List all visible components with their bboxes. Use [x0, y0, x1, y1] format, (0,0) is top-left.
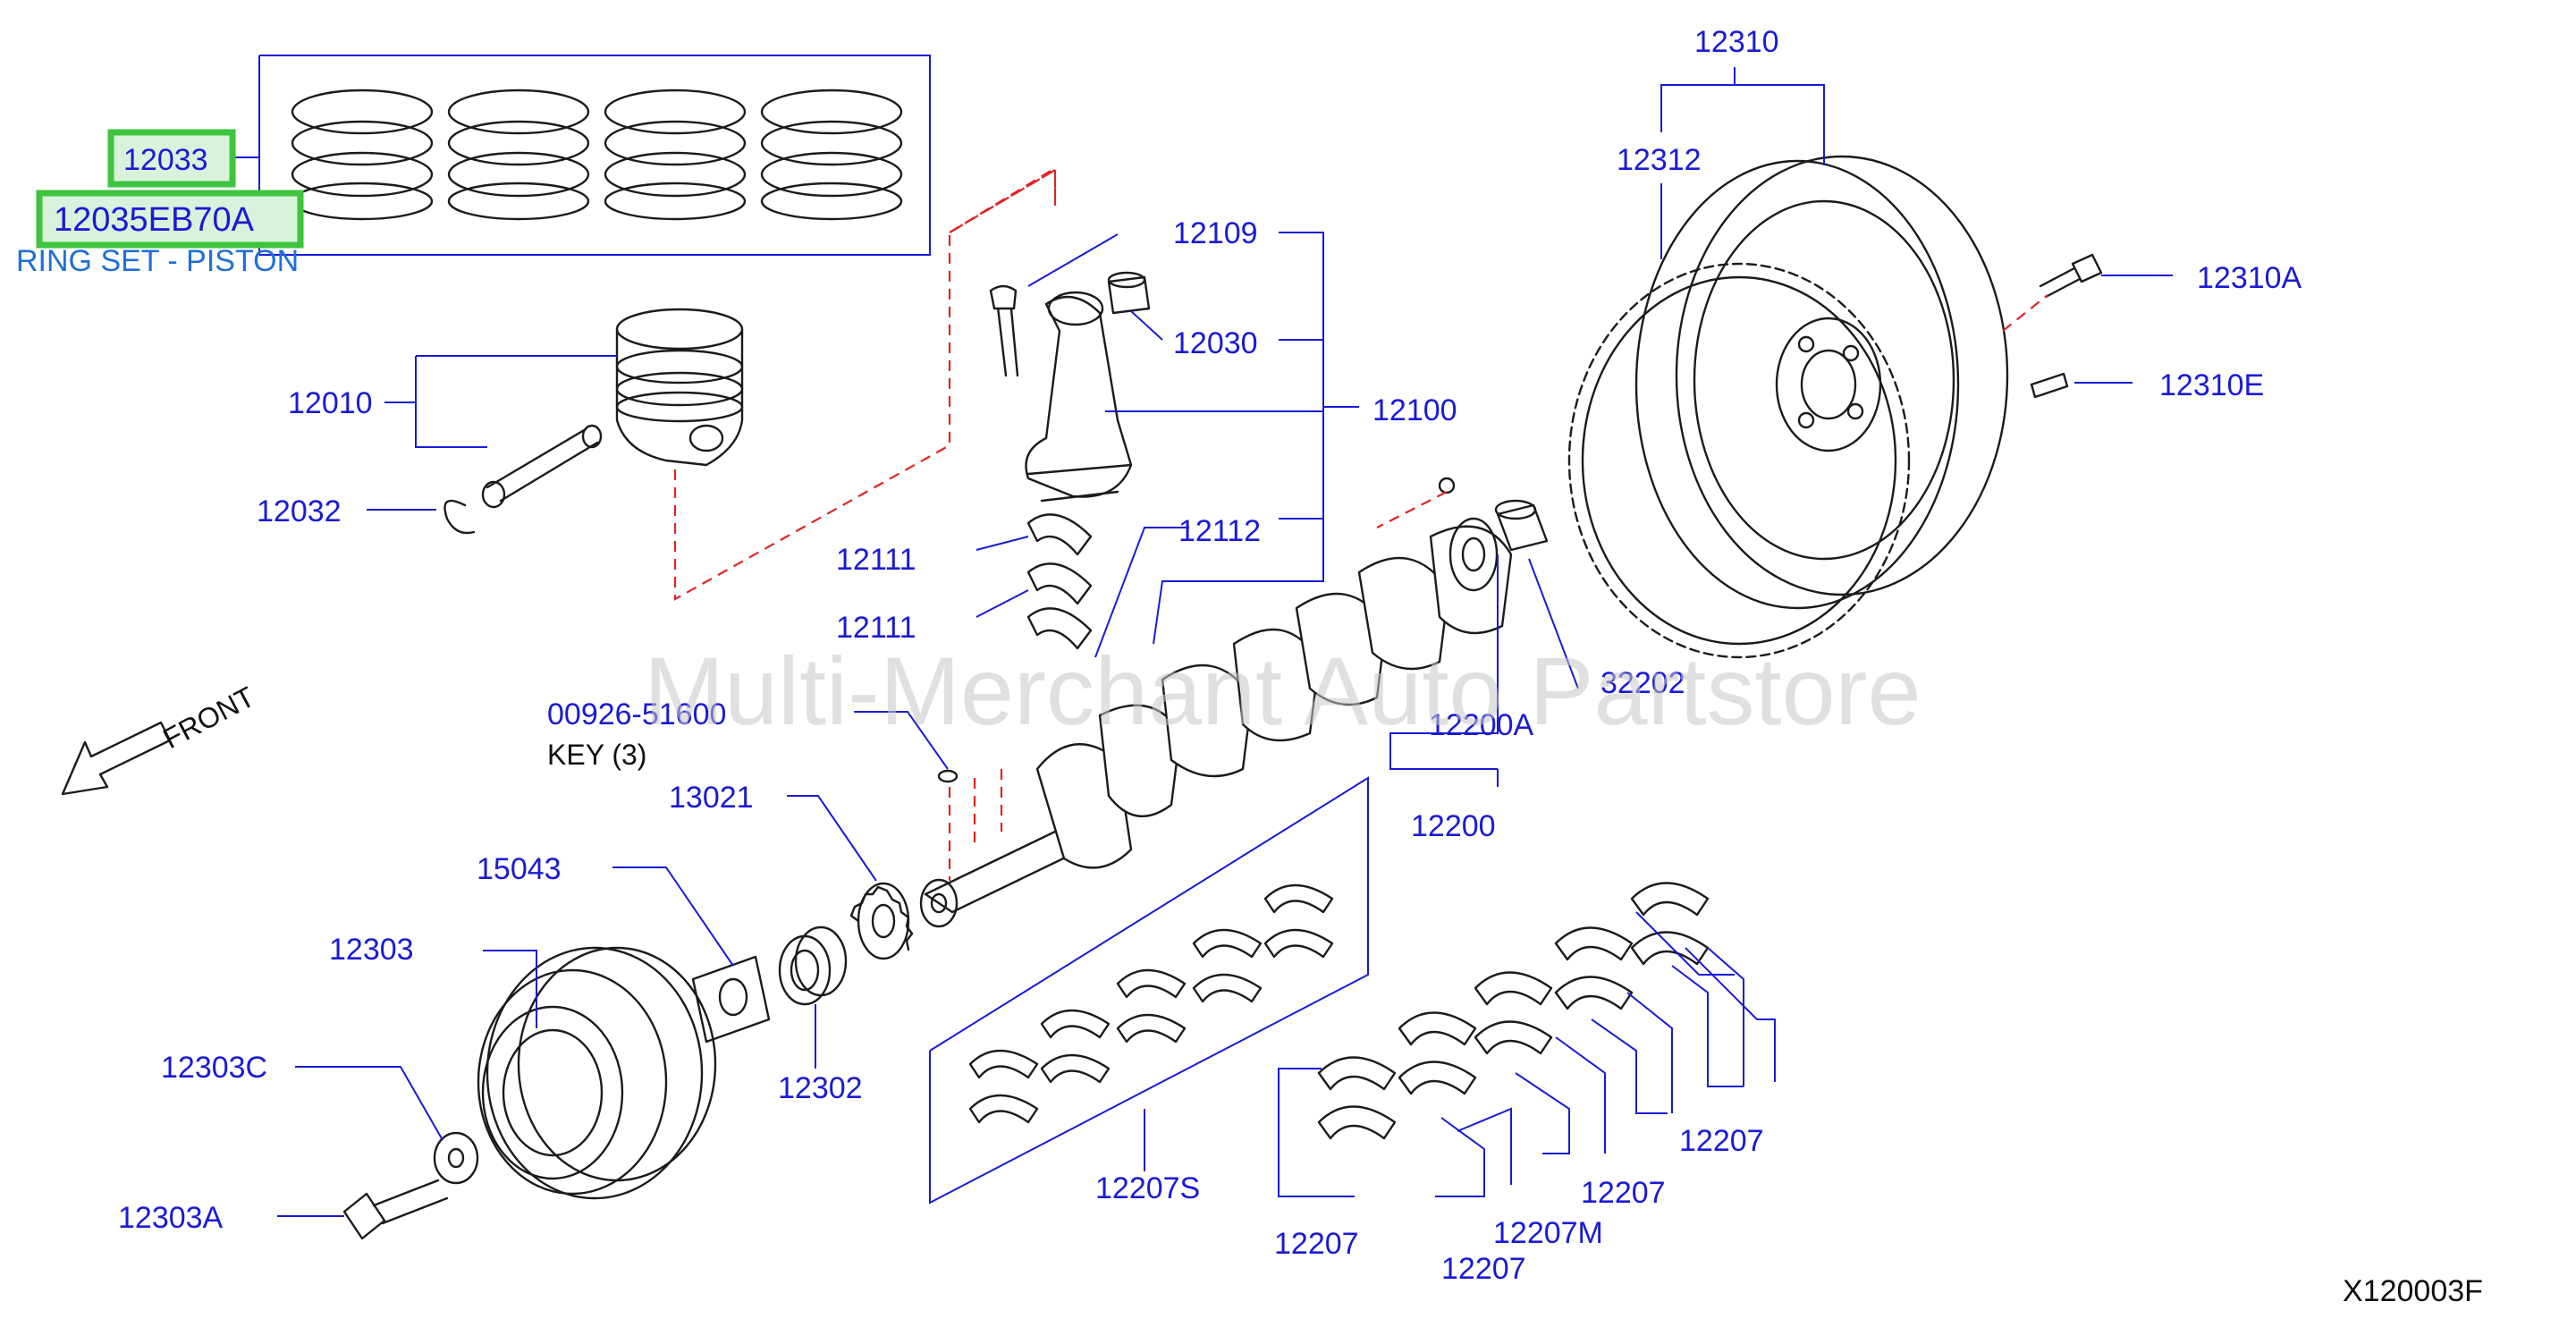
- part-label-12207-a[interactable]: 12207: [1274, 1227, 1359, 1261]
- crank-sprocket: [849, 882, 914, 960]
- part-label-12207-d[interactable]: 12207: [1679, 1124, 1764, 1158]
- highlight-box-12033: [107, 129, 236, 188]
- part-label-12100[interactable]: 12100: [1372, 393, 1457, 427]
- highlight-box-12035eb70a: [36, 190, 304, 249]
- connecting-rod: [1025, 291, 1133, 503]
- part-label-13021[interactable]: 13021: [669, 781, 754, 815]
- piston-pin: [481, 424, 603, 509]
- pilot-bushing: [1494, 499, 1549, 552]
- crank-pulley: [477, 946, 717, 1200]
- part-label-12030[interactable]: 12030: [1173, 326, 1258, 360]
- conrod-bushing: [1107, 271, 1151, 315]
- bearing-shell: [1263, 883, 1334, 959]
- spacer-sleeve: [691, 955, 771, 1044]
- part-caption: RING SET - PISTON: [16, 244, 299, 278]
- crank-seal: [778, 926, 848, 1006]
- part-label-12111-upper[interactable]: 12111: [836, 543, 916, 577]
- bearing-shell: [1398, 1011, 1477, 1095]
- part-label-12207m[interactable]: 12207M: [1493, 1216, 1603, 1250]
- bearing-shell: [1116, 968, 1187, 1044]
- part-label-12310e[interactable]: 12310E: [2159, 368, 2264, 402]
- ring-set-group: [234, 55, 931, 256]
- part-label-00926-51600[interactable]: 00926-51600: [547, 697, 726, 731]
- crankshaft: [919, 517, 1513, 928]
- bearing-set-std: [929, 776, 1369, 1204]
- piston-ring-stack: [604, 89, 747, 221]
- front-label: FRONT: [157, 680, 259, 756]
- bearing-shell: [1192, 928, 1263, 1003]
- part-label-12035eb70a[interactable]: 12035EB70A: [54, 201, 255, 239]
- dowel-pin-flywheel: [2030, 372, 2069, 399]
- bearing-set-select: [1278, 882, 1776, 1197]
- piston: [615, 308, 744, 467]
- woodruff-key: [937, 769, 959, 783]
- part-label-15043[interactable]: 15043: [477, 852, 562, 886]
- part-label-32202[interactable]: 32202: [1600, 666, 1685, 700]
- part-key-caption: KEY (3): [547, 739, 646, 771]
- ring-gear: [1567, 262, 1911, 659]
- piston-ring-stack: [291, 89, 434, 221]
- part-label-12207-c[interactable]: 12207: [1581, 1176, 1666, 1210]
- part-label-12303c[interactable]: 12303C: [161, 1051, 267, 1085]
- pulley-washer: [433, 1131, 479, 1185]
- piston-ring-stack: [760, 89, 903, 221]
- part-label-12303a[interactable]: 12303A: [118, 1201, 224, 1235]
- part-label-12112[interactable]: 12112: [1178, 514, 1261, 548]
- bearing-shell: [1630, 882, 1710, 966]
- flywheel-bolt: [2039, 253, 2103, 299]
- bearing-shell: [1474, 971, 1553, 1055]
- bearing-shell: [1040, 1009, 1111, 1084]
- bearing-shell: [1554, 926, 1634, 1010]
- part-label-12032[interactable]: 12032: [257, 494, 342, 528]
- part-label-12111-lower[interactable]: 12111: [836, 611, 916, 645]
- pulley-bolt: [342, 1179, 449, 1240]
- conrod-bolt: [989, 284, 1019, 377]
- part-label-12310a[interactable]: 12310A: [2197, 261, 2302, 295]
- flywheel: [1634, 155, 2009, 610]
- part-label-12033[interactable]: 12033: [123, 143, 208, 177]
- part-label-12010[interactable]: 12010: [288, 386, 373, 420]
- part-label-12200a[interactable]: 12200A: [1429, 708, 1534, 742]
- front-arrow: FRONT: [61, 680, 260, 796]
- part-label-12302[interactable]: 12302: [778, 1071, 863, 1105]
- part-label-12207-b[interactable]: 12207: [1441, 1252, 1526, 1286]
- bearing-shell: [968, 1049, 1039, 1124]
- part-label-12312[interactable]: 12312: [1617, 143, 1702, 177]
- snap-ring: [443, 499, 476, 535]
- part-label-12200[interactable]: 12200: [1411, 809, 1496, 843]
- watermark: Multi-Merchant Auto Partstore: [644, 637, 1921, 745]
- conrod-bearing: [1026, 513, 1093, 650]
- piston-ring-stack: [447, 89, 590, 221]
- part-label-12207s[interactable]: 12207S: [1095, 1171, 1200, 1205]
- bearing-shell: [1317, 1056, 1397, 1140]
- part-label-12310[interactable]: 12310: [1694, 25, 1779, 59]
- dowel-pin: [1438, 477, 1456, 494]
- diagram-reference: X120003F: [2343, 1274, 2483, 1308]
- part-label-12303[interactable]: 12303: [329, 933, 414, 967]
- part-label-12109[interactable]: 12109: [1173, 216, 1258, 250]
